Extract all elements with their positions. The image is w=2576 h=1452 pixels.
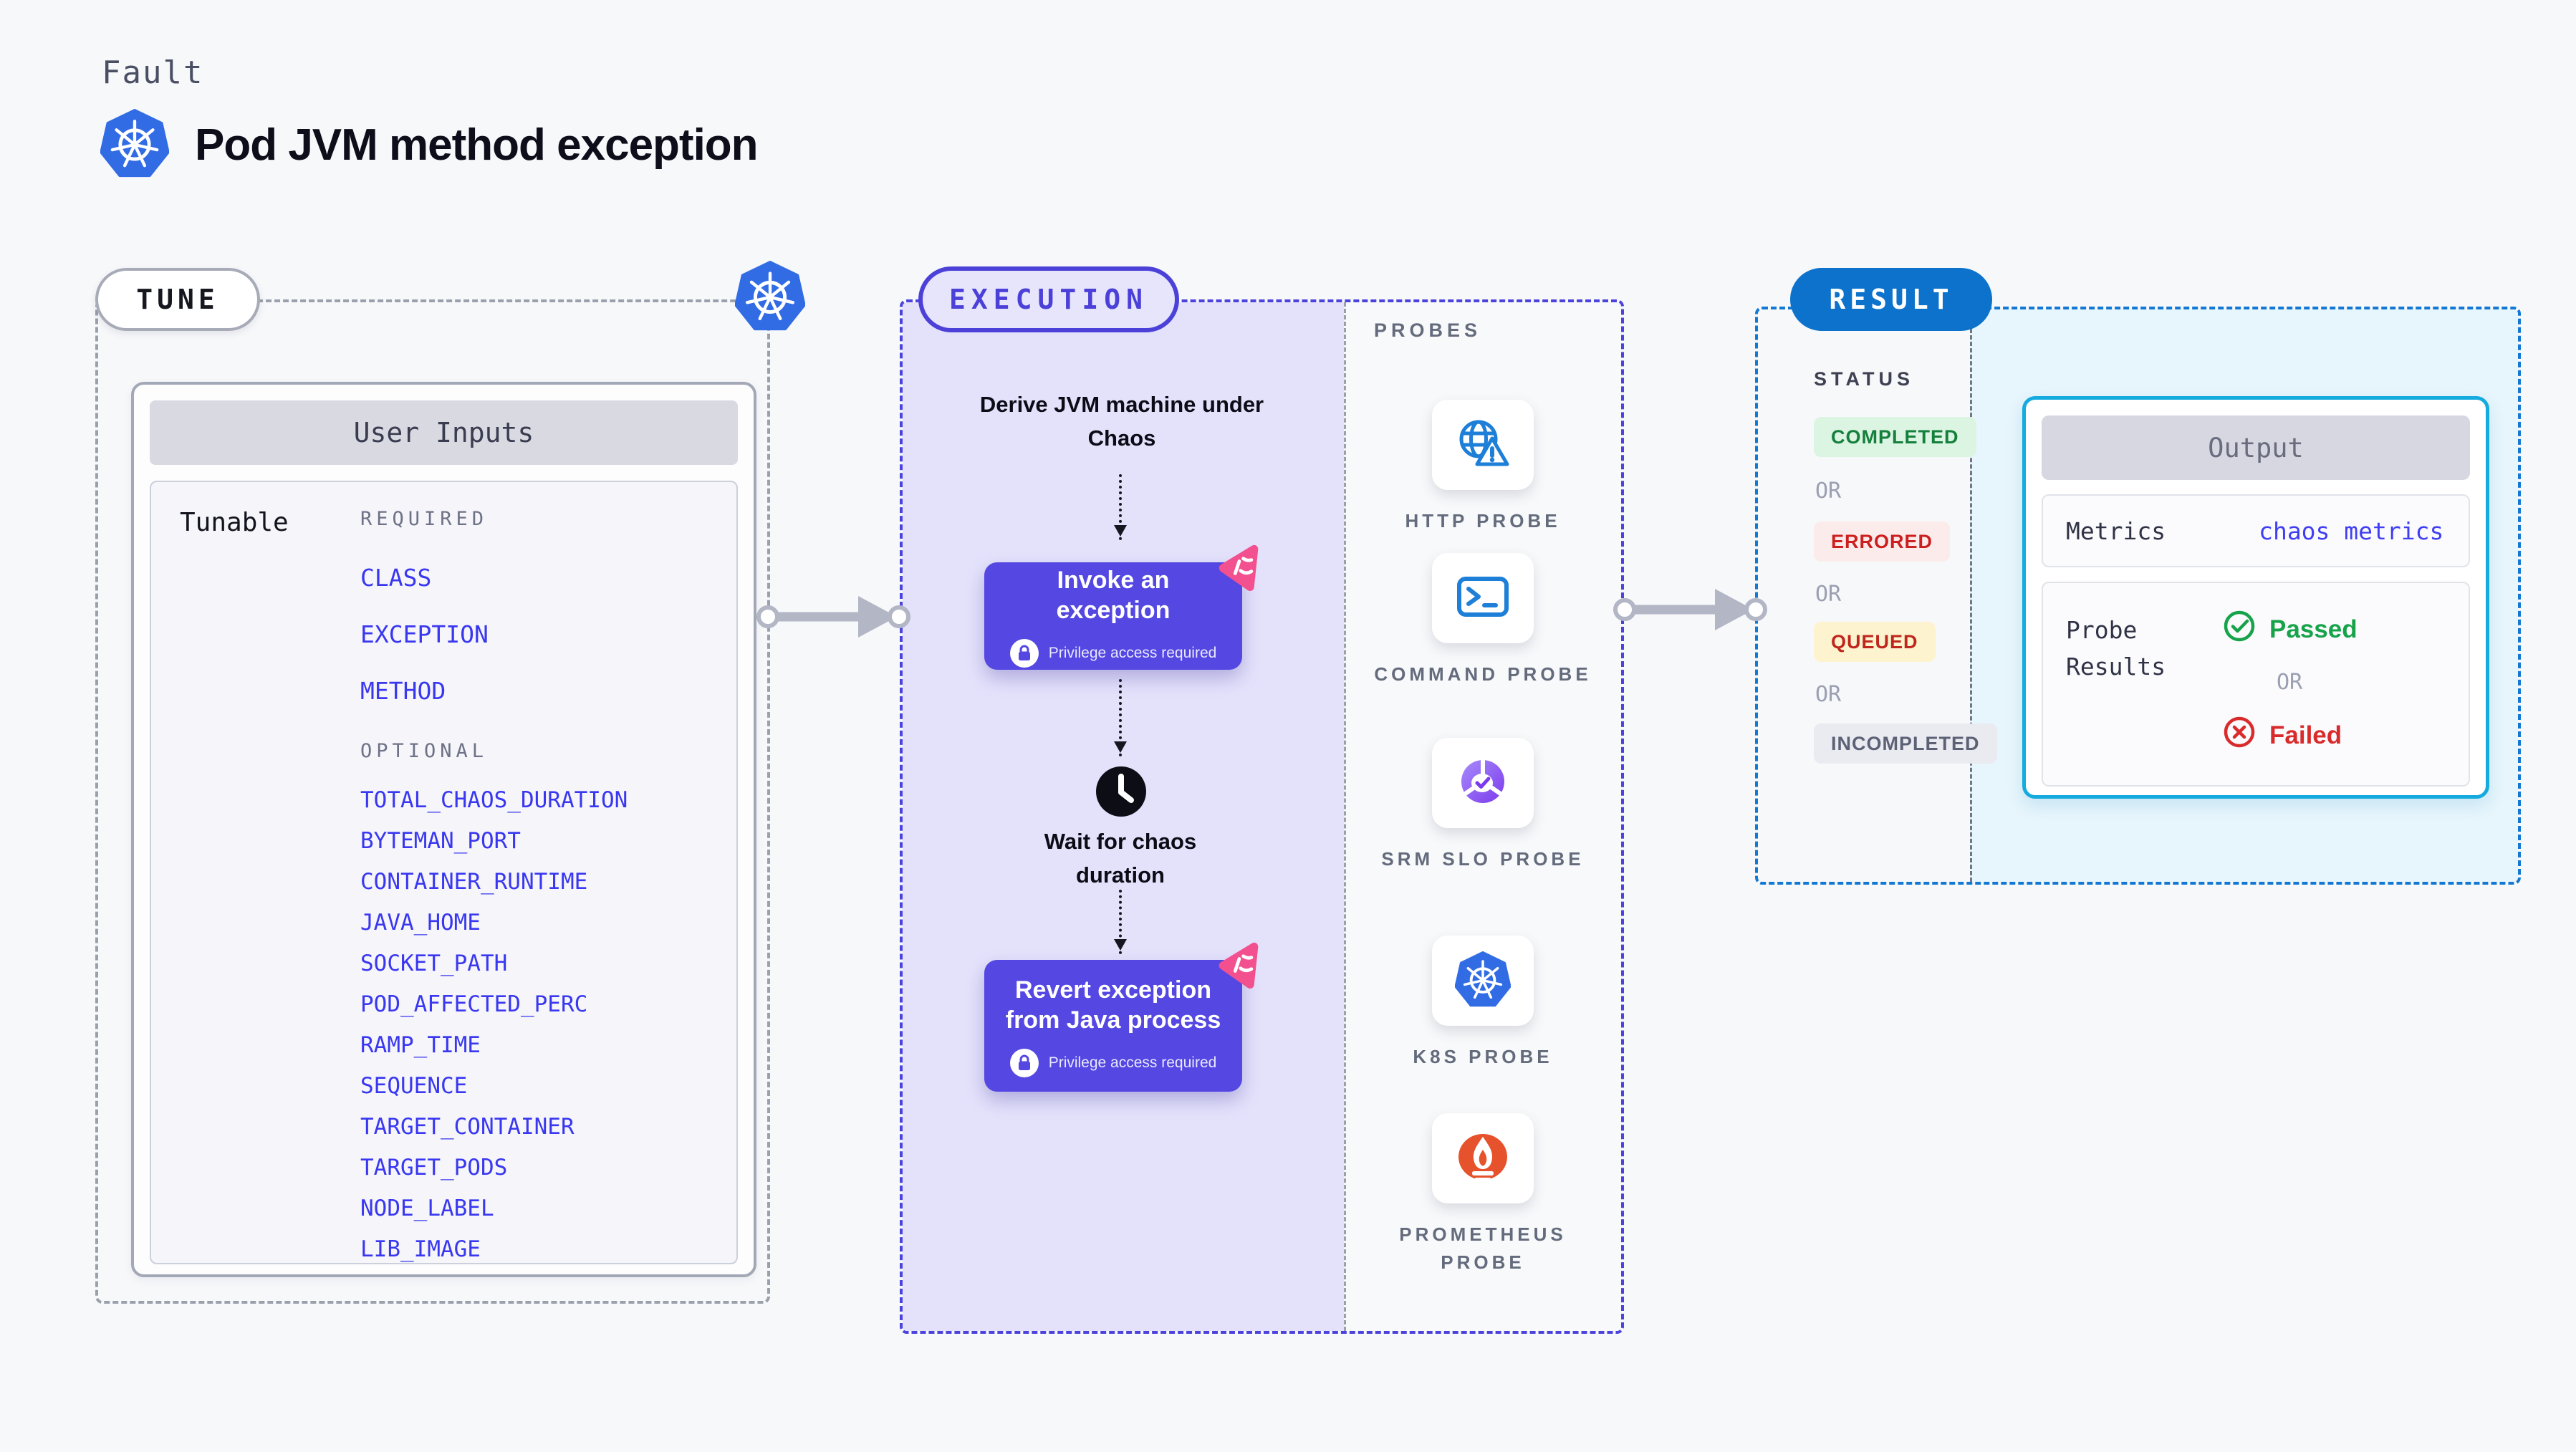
probe-name: PROMETHEUS PROBE	[1399, 1223, 1567, 1273]
status-badge-errored: ERRORED	[1814, 521, 1951, 562]
prometheus-probe-icon	[1456, 1130, 1510, 1188]
revert-step-title: Revert exception from Java process	[1005, 976, 1221, 1034]
tunable-link[interactable]: RAMP_TIME	[360, 1032, 481, 1058]
probe-card[interactable]	[1432, 400, 1534, 490]
kubernetes-icon	[100, 109, 169, 181]
litmus-chaos-icon	[1215, 941, 1262, 989]
execution-flow-area	[903, 302, 1344, 1331]
command-probe-icon	[1454, 570, 1512, 627]
optional-group-label: OPTIONAL	[360, 740, 489, 762]
privilege-badge: Privilege access required	[1009, 1048, 1217, 1077]
metrics-value-link[interactable]: chaos metrics	[2259, 516, 2444, 545]
lock-icon	[1009, 638, 1039, 668]
tune-to-execution-arrow	[756, 589, 911, 645]
check-circle-icon	[2222, 609, 2257, 650]
lock-icon	[1009, 1048, 1039, 1077]
clock-icon	[1095, 765, 1148, 818]
invoke-step-title: Invoke an exception	[1056, 566, 1171, 625]
tunable-link[interactable]: CONTAINER_RUNTIME	[360, 869, 588, 895]
flow-arrow-down	[1114, 890, 1127, 954]
tunable-link[interactable]: JAVA_HOME	[360, 910, 481, 936]
probe-card[interactable]	[1432, 553, 1534, 643]
privilege-badge-label: Privilege access required	[1048, 644, 1217, 661]
privilege-badge: Privilege access required	[1009, 638, 1217, 668]
privilege-badge-label: Privilege access required	[1048, 1054, 1217, 1071]
or-separator: OR	[2277, 670, 2303, 695]
x-circle-icon	[2222, 715, 2257, 756]
tunable-link[interactable]: SEQUENCE	[360, 1073, 468, 1099]
kubernetes-icon	[735, 261, 805, 331]
probe-result-failed: Failed	[2222, 715, 2358, 756]
user-inputs-table: User Inputs Tunable REQUIRED CLASS EXCEP…	[131, 382, 756, 1277]
revert-exception-step: Revert exception from Java process Privi…	[984, 960, 1242, 1092]
probe-item-k8s[interactable]: K8S PROBE	[1342, 936, 1624, 1071]
probe-results-values: Passed OR Failed	[2222, 583, 2358, 756]
http-probe-icon	[1454, 417, 1512, 473]
probe-card[interactable]	[1432, 738, 1534, 828]
fault-kicker: Fault	[102, 54, 204, 91]
srm-slo-probe-icon	[1456, 754, 1510, 812]
tune-section-pill: TUNE	[95, 268, 260, 331]
tunables-list: Tunable REQUIRED CLASS EXCEPTION METHOD …	[150, 481, 738, 1264]
passed-label: Passed	[2269, 615, 2358, 643]
probe-card[interactable]	[1432, 1113, 1534, 1203]
failed-label: Failed	[2269, 721, 2342, 749]
tunables-column: REQUIRED CLASS EXCEPTION METHOD OPTIONAL…	[360, 508, 628, 1261]
user-inputs-header: User Inputs	[150, 400, 738, 465]
tunable-row-label: Tunable	[180, 508, 289, 537]
page-header: Pod JVM method exception	[100, 109, 759, 181]
status-badge-queued: QUEUED	[1814, 622, 1936, 662]
tunable-link[interactable]: NODE_LABEL	[360, 1196, 494, 1221]
derive-step-text: Derive JVM machine under Chaos	[979, 392, 1264, 451]
tunable-link[interactable]: EXCEPTION	[360, 620, 489, 648]
status-badge-incompleted: INCOMPLETED	[1814, 723, 1997, 764]
tunable-link[interactable]: LIB_IMAGE	[360, 1236, 481, 1262]
probe-results-label: Probe Results	[2066, 616, 2166, 681]
output-panel-header: Output	[2042, 415, 2470, 480]
flow-arrow-down	[1114, 679, 1127, 756]
metrics-row: Metrics chaos metrics	[2042, 494, 2470, 567]
probe-name: SRM SLO PROBE	[1381, 848, 1585, 870]
or-separator: OR	[1815, 479, 1842, 504]
probe-results-row: Probe Results Passed OR Failed	[2042, 582, 2470, 787]
tune-section-box	[95, 299, 770, 1304]
invoke-exception-step: Invoke an exception Privilege access req…	[984, 562, 1242, 670]
probe-name: HTTP PROBE	[1405, 510, 1561, 532]
probe-item-http[interactable]: HTTP PROBE	[1342, 400, 1624, 535]
tunable-link[interactable]: SOCKET_PATH	[360, 951, 508, 976]
execution-section-pill: EXECUTION	[918, 266, 1179, 332]
page-title: Pod JVM method exception	[195, 120, 759, 170]
probe-result-passed: Passed	[2222, 609, 2358, 650]
result-section-pill: RESULT	[1790, 268, 1992, 331]
probe-item-srm-slo[interactable]: SRM SLO PROBE	[1342, 738, 1624, 873]
probe-item-command[interactable]: COMMAND PROBE	[1342, 553, 1624, 688]
required-group-label: REQUIRED	[360, 508, 489, 530]
tunable-link[interactable]: TARGET_PODS	[360, 1155, 508, 1181]
status-column-label: STATUS	[1814, 368, 1914, 390]
probe-name: COMMAND PROBE	[1374, 663, 1592, 685]
tunable-link[interactable]: BYTEMAN_PORT	[360, 828, 521, 854]
probe-card[interactable]	[1432, 936, 1534, 1026]
tunable-link[interactable]: POD_AFFECTED_PERC	[360, 991, 588, 1017]
probe-name: K8S PROBE	[1413, 1046, 1553, 1067]
wait-step-text: Wait for chaos duration	[1044, 829, 1197, 888]
output-panel: Output Metrics chaos metrics Probe Resul…	[2022, 396, 2489, 799]
metrics-label: Metrics	[2066, 516, 2166, 545]
probes-column-label: PROBES	[1374, 319, 1482, 341]
tunable-link[interactable]: TARGET_CONTAINER	[360, 1114, 575, 1140]
tunable-link[interactable]: CLASS	[360, 564, 432, 592]
or-separator: OR	[1815, 682, 1842, 707]
status-badge-completed: COMPLETED	[1814, 417, 1976, 457]
or-separator: OR	[1815, 582, 1842, 607]
probe-item-prometheus[interactable]: PROMETHEUS PROBE	[1342, 1113, 1624, 1276]
litmus-chaos-icon	[1215, 544, 1262, 591]
execution-to-result-arrow	[1613, 582, 1768, 638]
k8s-probe-icon	[1455, 951, 1511, 1011]
flow-arrow-down	[1114, 474, 1127, 540]
tunable-link[interactable]: METHOD	[360, 677, 446, 705]
tunable-link[interactable]: TOTAL_CHAOS_DURATION	[360, 787, 628, 813]
